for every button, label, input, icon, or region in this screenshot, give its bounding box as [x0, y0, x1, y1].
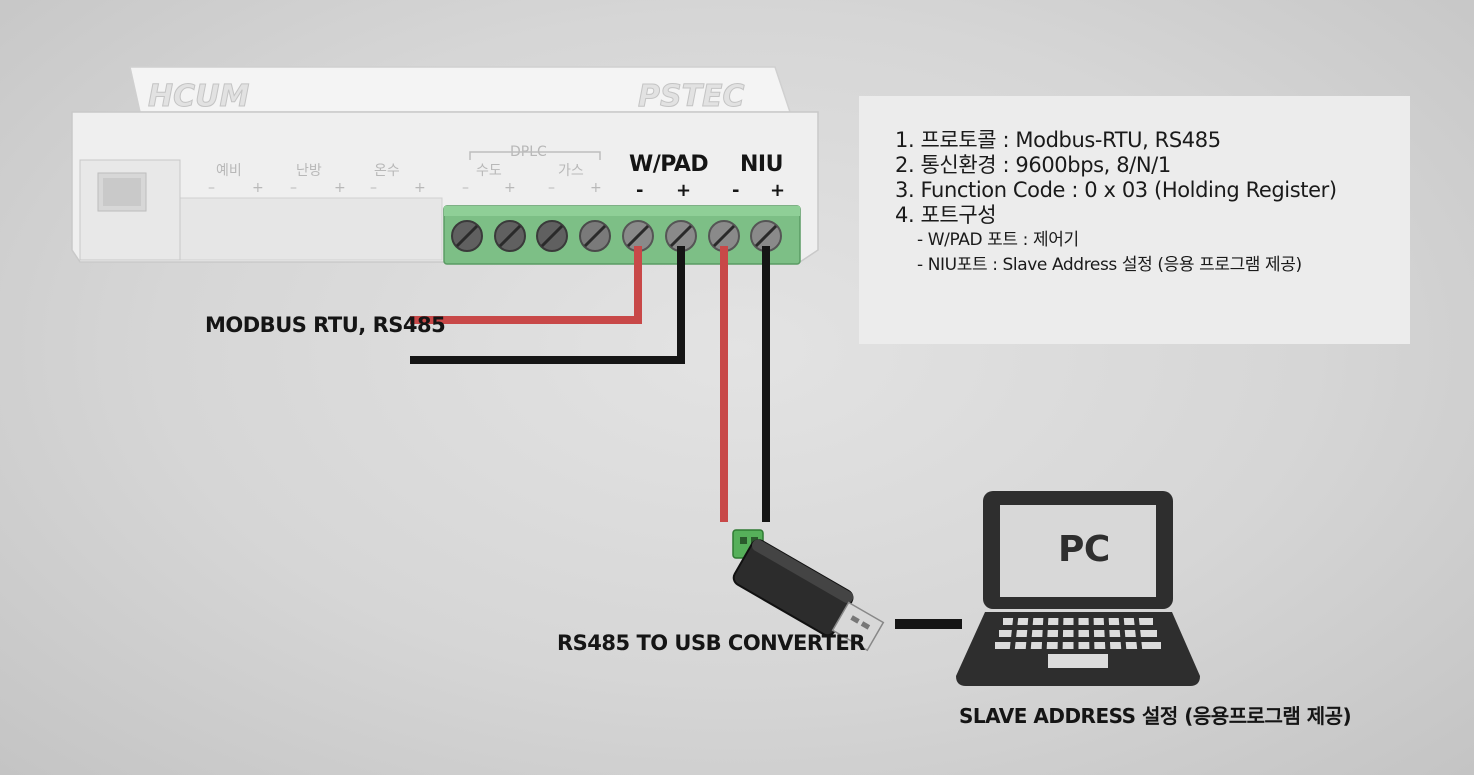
pc-label: PC: [1058, 529, 1110, 570]
brand-right: PSTEC: [638, 79, 745, 114]
info-box: 1. 프로토콜 : Modbus-RTU, RS485 2. 통신환경 : 96…: [859, 96, 1410, 344]
wire-wpad-minus: [410, 246, 642, 324]
svg-text:–: –: [208, 180, 215, 196]
svg-text:+: +: [504, 180, 516, 196]
svg-text:–: –: [290, 180, 297, 196]
converter-label: RS485 TO USB CONVERTER: [557, 631, 865, 655]
info-sub-wpad: - W/PAD 포트 : 제어기: [917, 230, 1079, 250]
wpad-port-label: W/PAD: [629, 152, 709, 177]
laptop-icon: [956, 491, 1200, 686]
wires: [410, 246, 962, 629]
svg-text:–: –: [462, 180, 469, 196]
svg-text:+: +: [334, 180, 346, 196]
niu-port-label: NIU: [740, 152, 783, 177]
wpad-minus-sign: -: [636, 180, 643, 201]
info-line-comm: 2. 통신환경 : 9600bps, 8/N/1: [895, 153, 1171, 177]
svg-text:+: +: [414, 180, 426, 196]
brand-left: HCUM: [148, 79, 249, 114]
svg-text:–: –: [548, 180, 555, 196]
svg-text:+: +: [252, 180, 264, 196]
info-line-ports: 4. 포트구성: [895, 203, 997, 227]
wire-wpad-plus: [410, 246, 685, 364]
modbus-label: MODBUS RTU, RS485: [205, 313, 446, 337]
usb-converter: [732, 529, 885, 652]
info-sub-niu: - NIU포트 : Slave Address 설정 (응용 프로그램 제공): [917, 255, 1302, 275]
wpad-plus-sign: +: [676, 180, 691, 201]
terminal-screws: [451, 220, 782, 252]
port-label-spare: 예비: [216, 163, 242, 179]
port-label-heating: 난방: [296, 163, 322, 179]
port-label-hotwater: 온수: [374, 163, 400, 179]
svg-text:+: +: [590, 180, 602, 196]
niu-minus-sign: -: [732, 180, 739, 201]
port-label-gas: 가스: [558, 163, 584, 179]
info-line-function-code: 3. Function Code : 0 x 03 (Holding Regis…: [895, 178, 1337, 202]
svg-text:–: –: [370, 180, 377, 196]
pc-caption: SLAVE ADDRESS 설정 (응용프로그램 제공): [959, 704, 1352, 728]
port-label-water: 수도: [476, 163, 502, 179]
hcum-device: HCUM PSTEC 예비 난방 온수 수도 가스 DPLC –+ –+ –+ …: [71, 66, 819, 265]
niu-plus-sign: +: [770, 180, 785, 201]
info-line-protocol: 1. 프로토콜 : Modbus-RTU, RS485: [895, 128, 1221, 152]
